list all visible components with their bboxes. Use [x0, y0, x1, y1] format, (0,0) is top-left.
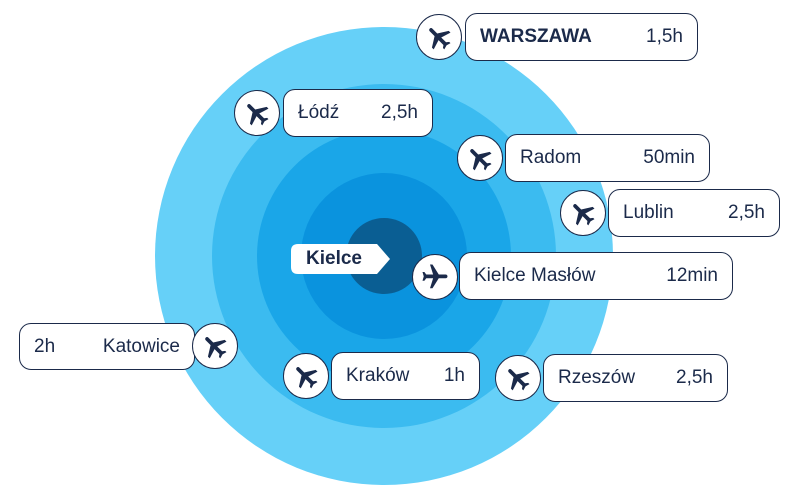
- airplane-icon: [470, 149, 492, 171]
- label-rzeszow: Rzeszów 2,5h: [543, 354, 728, 402]
- city-name: Kraków: [346, 365, 410, 386]
- city-name: WARSZAWA: [480, 26, 592, 47]
- label-kielce-maslow: Kielce Masłów 12min: [459, 252, 733, 300]
- label-radom: Radom 50min: [505, 134, 710, 182]
- city-name: Rzeszów: [558, 367, 636, 388]
- travel-time: 1,5h: [646, 26, 683, 47]
- airplane-icon: [573, 204, 595, 226]
- label-lublin: Lublin 2,5h: [608, 189, 780, 237]
- label-warszawa: WARSZAWA 1,5h: [465, 13, 698, 61]
- plane-radom: [457, 135, 503, 181]
- plane-kielce-maslow: [412, 254, 458, 300]
- airplane-icon: [508, 369, 530, 391]
- label-lodz: Łódź 2,5h: [283, 89, 433, 137]
- tag-shape: [291, 244, 390, 274]
- travel-time: 2h: [34, 335, 56, 357]
- travel-time: 1h: [443, 365, 465, 386]
- city-name: Lublin: [623, 202, 674, 223]
- label-krakow: Kraków 1h: [331, 352, 480, 400]
- travel-time: 2,5h: [381, 102, 418, 123]
- travel-time: 12min: [666, 265, 718, 286]
- travel-time: 2,5h: [728, 202, 765, 223]
- airplane-icon: [247, 104, 269, 126]
- travel-time: 50min: [643, 147, 695, 168]
- plane-lublin: [560, 190, 606, 236]
- label-katowice: 2h Katowice: [19, 323, 195, 370]
- airplane-icon: [422, 264, 448, 289]
- plane-katowice: [192, 323, 238, 369]
- city-name: Łódź: [298, 102, 340, 123]
- airplane-icon: [429, 28, 451, 50]
- center-tag-kielce: Kielce: [291, 244, 391, 274]
- plane-warszawa: [416, 14, 462, 60]
- city-name: Katowice: [102, 335, 180, 357]
- center-label: Kielce: [306, 248, 362, 269]
- airplane-icon: [205, 337, 227, 359]
- travel-time: 2,5h: [676, 367, 713, 388]
- airplane-icon: [296, 367, 318, 389]
- plane-lodz: [234, 90, 280, 136]
- city-name: Kielce Masłów: [474, 265, 596, 286]
- plane-krakow: [283, 353, 329, 399]
- city-name: Radom: [520, 147, 582, 168]
- plane-rzeszow: [495, 355, 541, 401]
